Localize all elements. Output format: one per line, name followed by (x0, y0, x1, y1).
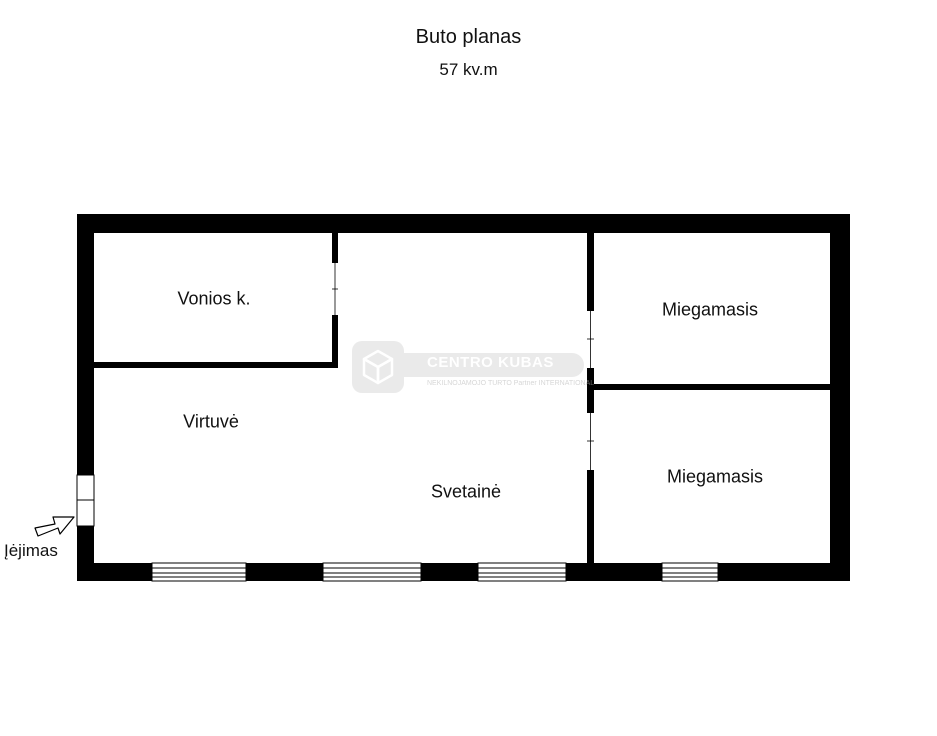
entrance-label: Įėjimas (4, 541, 58, 560)
interior-floor (94, 233, 830, 563)
room-label-bathroom: Vonios k. (177, 288, 251, 309)
living-bedroom-wall (587, 233, 594, 563)
bedroom-lower-door (587, 413, 594, 470)
watermark-tagline: NEKILNOJAMOJO TURTO Partner INTERNATIONA… (427, 380, 595, 387)
cube-icon (362, 349, 394, 385)
plan-title: Buto planas (415, 26, 522, 48)
bedroom-upper-door (587, 311, 594, 368)
entrance-arrow-icon (34, 516, 75, 537)
room-label-bedroom-upper: Miegamasis (661, 299, 759, 320)
window-living-right (477, 562, 567, 582)
window-kitchen (151, 562, 247, 582)
bedrooms-divider-wall (594, 384, 830, 390)
window-living-left (322, 562, 422, 582)
bathroom-door (332, 263, 338, 315)
watermark-logo: CENTRO KUBAS NEKILNOJAMOJO TURTO Partner… (352, 341, 594, 393)
watermark-brand: CENTRO KUBAS (427, 354, 554, 371)
plan-area: 57 kv.m (439, 60, 498, 79)
entrance-door (76, 474, 95, 527)
watermark-bar (396, 353, 584, 377)
watermark-box (352, 341, 404, 393)
bathroom-bottom-wall (94, 362, 338, 368)
window-bedroom (661, 562, 719, 582)
room-label-kitchen: Virtuvė (183, 411, 239, 432)
room-label-bedroom-lower: Miegamasis (666, 466, 764, 487)
room-label-living-room: Svetainė (430, 481, 502, 502)
